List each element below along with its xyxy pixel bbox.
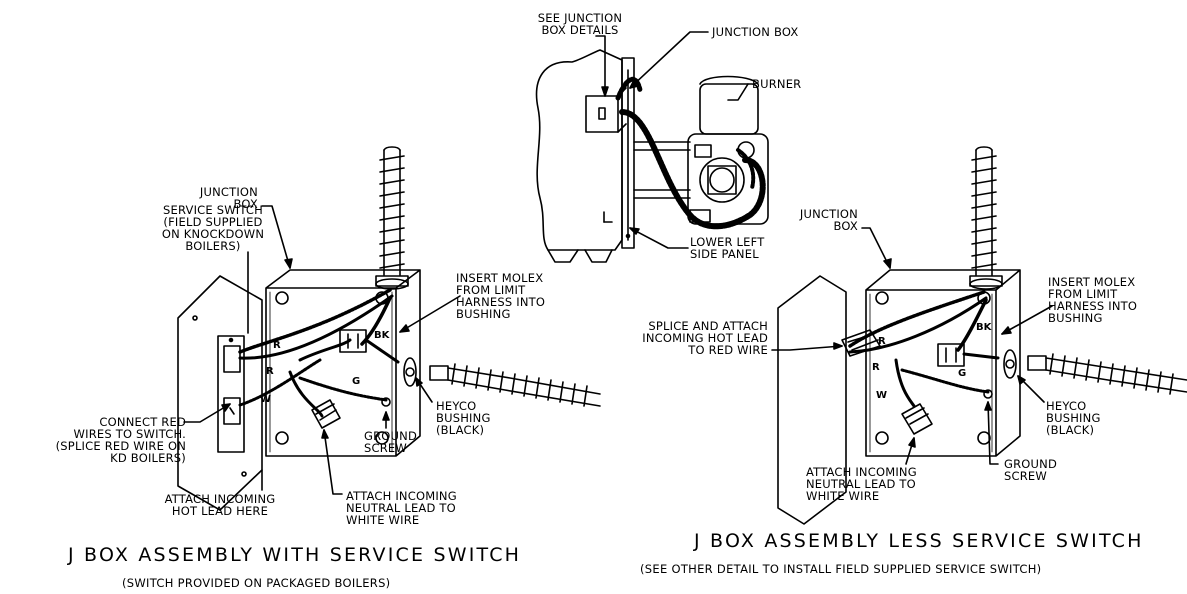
right-heyco-bushing-label: HEYCO BUSHING (BLACK) <box>1046 399 1101 437</box>
burner-label: BURNER <box>752 77 802 91</box>
attach-hot-lead-label: ATTACH INCOMING HOT LEAD HERE <box>164 492 276 518</box>
burner-drawing <box>688 77 768 225</box>
lower-left-side-panel <box>622 58 634 248</box>
right-wiring <box>842 292 998 434</box>
left-heyco-bushing-label: HEYCO BUSHING (BLACK) <box>436 399 491 437</box>
left-service-switch <box>218 336 244 452</box>
boiler-overview-drawing <box>537 32 768 262</box>
right-wire-r1-label: R <box>878 336 886 347</box>
left-wire-w-label: W <box>260 394 272 405</box>
right-attach-neutral-label: ATTACH INCOMING NEUTRAL LEAD TO WHITE WI… <box>806 465 917 503</box>
right-wire-w-label: W <box>876 390 888 401</box>
left-attach-neutral-label: ATTACH INCOMING NEUTRAL LEAD TO WHITE WI… <box>346 489 457 527</box>
right-junction-box <box>866 270 1020 456</box>
right-junction-box-label: JUNCTION BOX <box>799 207 858 233</box>
left-wire-r2-label: R <box>266 366 274 377</box>
left-wire-bk-label: BK <box>374 330 390 341</box>
left-insert-molex-label: INSERT MOLEX FROM LIMIT HARNESS INTO BUS… <box>456 271 546 321</box>
left-assembly-title: J BOX ASSEMBLY WITH SERVICE SWITCH <box>68 544 522 566</box>
right-wire-g-label: G <box>958 368 967 379</box>
connect-red-wires-label: CONNECT RED WIRES TO SWITCH. (SPLICE RED… <box>55 415 186 465</box>
left-top-conduit <box>380 147 404 275</box>
right-jbox-drawing <box>772 147 1187 524</box>
right-assembly-title: J BOX ASSEMBLY LESS SERVICE SWITCH <box>694 530 1144 552</box>
splice-attach-label: SPLICE AND ATTACH INCOMING HOT LEAD TO R… <box>642 319 768 357</box>
service-switch-label: SERVICE SWITCH (FIELD SUPPLIED ON KNOCKD… <box>161 203 265 253</box>
top-junction-box-label: JUNCTION BOX <box>712 25 799 39</box>
left-ground-screw-label: GROUND SCREW <box>364 429 418 455</box>
overview-junction-box <box>586 96 618 132</box>
left-wire-g-label: G <box>352 376 361 387</box>
right-assembly-subtitle: (SEE OTHER DETAIL TO INSTALL FIELD SUPPL… <box>640 562 1042 576</box>
see-junction-box-details-label: SEE JUNCTION BOX DETAILS <box>537 11 623 37</box>
right-side-conduit <box>1028 354 1187 394</box>
right-wire-bk-label: BK <box>976 322 992 333</box>
left-assembly-subtitle: (SWITCH PROVIDED ON PACKAGED BOILERS) <box>122 576 391 590</box>
left-wiring <box>240 290 398 428</box>
right-insert-molex-label: INSERT MOLEX FROM LIMIT HARNESS INTO BUS… <box>1048 275 1138 325</box>
right-wire-r2-label: R <box>872 362 880 373</box>
right-ground-screw-label: GROUND SCREW <box>1004 457 1058 483</box>
left-junction-box-label: JUNCTION BOX <box>199 185 258 211</box>
right-top-conduit <box>972 147 996 275</box>
lower-left-side-panel-label: LOWER LEFT SIDE PANEL <box>690 235 765 261</box>
left-jbox-drawing <box>178 147 600 510</box>
left-wire-r1-label: R <box>273 340 281 351</box>
left-side-conduit <box>430 364 600 406</box>
right-cover-plate <box>778 276 846 524</box>
boiler-side-outline <box>537 50 622 250</box>
left-cover-plate <box>178 276 262 510</box>
